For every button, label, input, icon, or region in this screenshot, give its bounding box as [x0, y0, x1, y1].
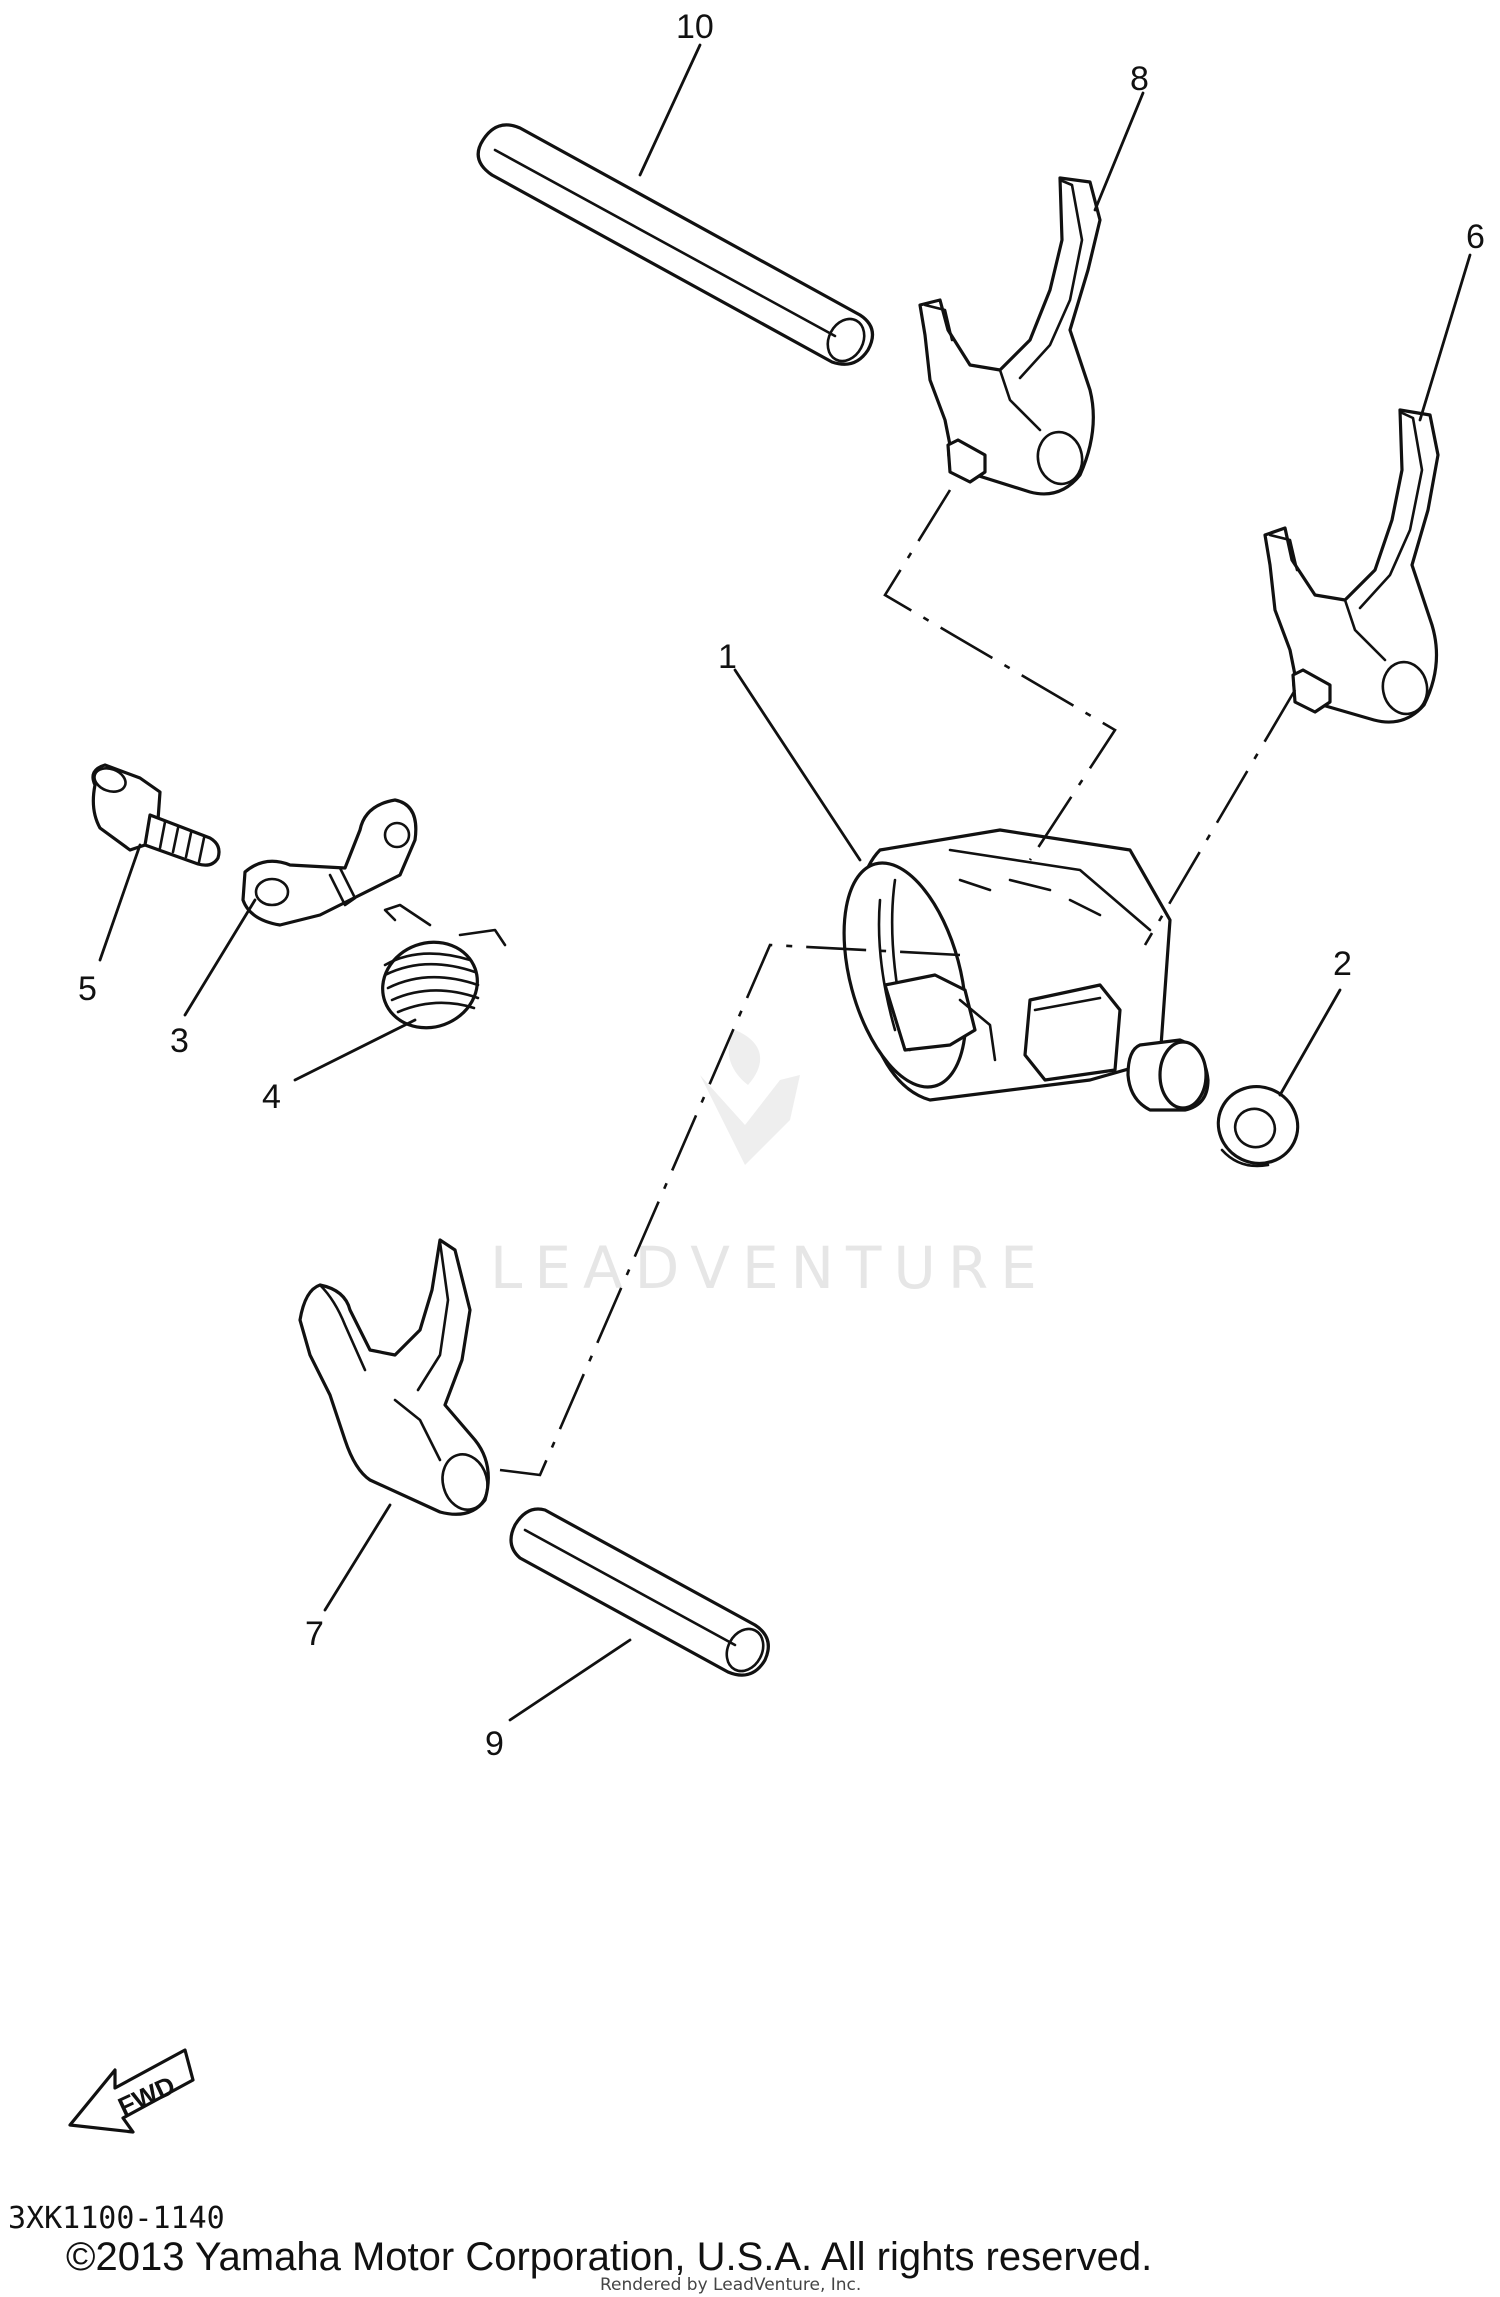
- stopper-lever: [241, 798, 418, 927]
- callout-3: 3: [170, 1022, 189, 1060]
- callout-1: 1: [718, 638, 737, 676]
- copyright-notice: ©2013 Yamaha Motor Corporation, U.S.A. A…: [66, 2235, 1152, 2279]
- callout-9: 9: [485, 1725, 504, 1763]
- callout-10: 10: [676, 8, 714, 46]
- callout-labels: 10 8 6 1 2 5 3 4 7 9: [78, 8, 1485, 1763]
- callout-5: 5: [78, 970, 97, 1008]
- shift-fork-shaft-lower: [509, 1507, 770, 1677]
- callout-2: 2: [1333, 945, 1352, 983]
- shift-fork-upper: [918, 176, 1102, 496]
- shift-drum: [842, 828, 1210, 1112]
- bolt: [91, 763, 221, 867]
- watermark-text: LEADVENTURE: [490, 1234, 1049, 1302]
- shift-fork-lower: [298, 1238, 490, 1516]
- callout-4: 4: [262, 1078, 281, 1116]
- shift-fork-right: [1263, 408, 1440, 724]
- callout-8: 8: [1130, 60, 1149, 98]
- leadventure-watermark: LEADVENTURE: [490, 1030, 1049, 1302]
- rendered-by-notice: Rendered by LeadVenture, Inc.: [600, 2275, 861, 2295]
- leader-lines: [98, 43, 1472, 1722]
- fwd-arrow: FWD: [68, 2048, 195, 2134]
- shift-fork-shaft-upper: [476, 123, 875, 366]
- alignment-lines: [499, 489, 1297, 1477]
- callout-7: 7: [305, 1615, 324, 1653]
- diagram-code: 3XK1100-1140: [8, 2201, 225, 2236]
- torsion-spring: [381, 903, 507, 1030]
- washer: [1216, 1085, 1300, 1168]
- callout-6: 6: [1466, 218, 1485, 256]
